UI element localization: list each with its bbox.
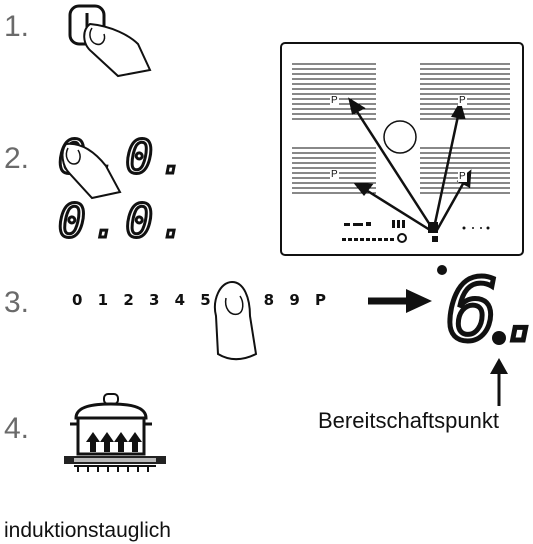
power-levels-right: 7 8 9 P <box>238 291 331 309</box>
zone-label-front-right: P <box>458 171 467 182</box>
zone-label-rear-left: P <box>330 95 339 106</box>
standby-dot-label: Bereitschaftspunkt <box>318 408 499 433</box>
control-panel-icons <box>344 220 490 242</box>
finger-icon <box>83 22 152 78</box>
result-display-digit: 6. <box>444 261 533 361</box>
zone-label-rear-right: P <box>458 95 467 106</box>
power-button-touch-illustration <box>68 4 152 78</box>
step-number-1: 1. <box>4 10 30 43</box>
step-number-4: 4. <box>4 412 30 445</box>
step-number-3: 3. <box>4 286 30 319</box>
finger-icon <box>61 142 122 200</box>
induction-label: induktionstauglich <box>4 519 171 542</box>
pot-on-hob-icon <box>64 393 166 472</box>
display-row-2: 0.0. <box>57 194 193 248</box>
standby-dot-pointer <box>490 331 508 406</box>
zone-selection-arrows <box>348 97 472 232</box>
cooking-zone-rear-right <box>420 63 510 120</box>
standby-dot-icon <box>492 331 506 345</box>
power-levels-left: 0 1 2 3 4 5 <box>72 291 216 309</box>
heat-arrows-icon <box>86 432 142 452</box>
zone-label-front-left: P <box>330 169 339 180</box>
step-number-2: 2. <box>4 142 30 175</box>
coil-icon <box>74 465 156 472</box>
cooktop-diagram <box>280 42 524 256</box>
top-dot-icon <box>437 265 447 275</box>
right-arrow-icon <box>368 289 432 313</box>
finger-icon <box>214 280 258 361</box>
